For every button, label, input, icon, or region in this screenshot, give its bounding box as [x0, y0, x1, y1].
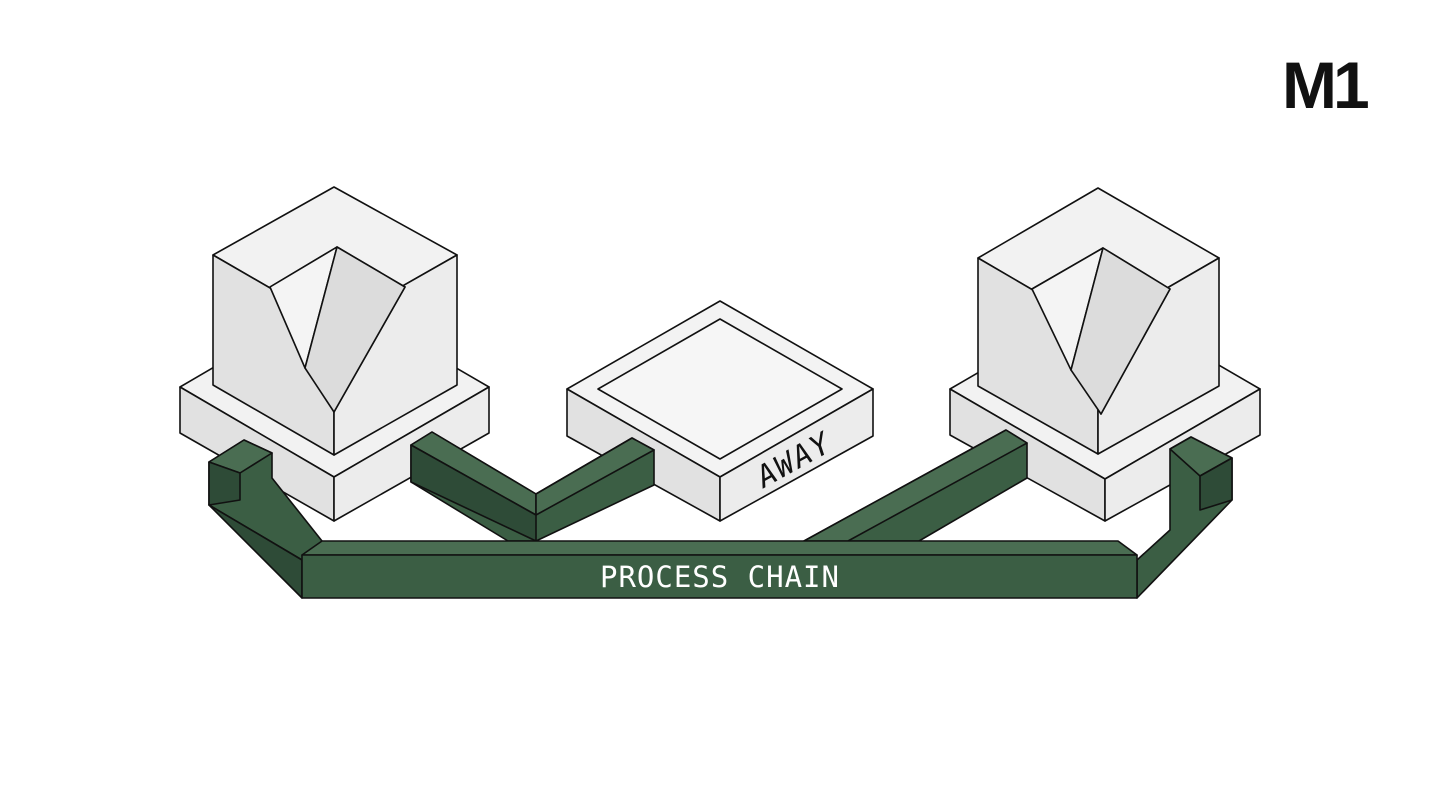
- left-cube: [212, 186, 458, 456]
- right-cube: [977, 187, 1220, 455]
- right-cube-notch: [1031, 247, 1171, 415]
- chain-middle-connector: [410, 431, 655, 542]
- left-cube-notch: [269, 246, 406, 413]
- brand-logo: M1: [1282, 48, 1368, 122]
- process-chain: PROCESS CHAIN: [208, 429, 1233, 599]
- process-chain-label: PROCESS CHAIN: [600, 560, 840, 594]
- chain-main-bar: [301, 540, 1138, 599]
- chain-left-arm: [208, 439, 323, 599]
- center-tile-inset: [597, 318, 843, 460]
- chain-right-arm: [1136, 436, 1233, 599]
